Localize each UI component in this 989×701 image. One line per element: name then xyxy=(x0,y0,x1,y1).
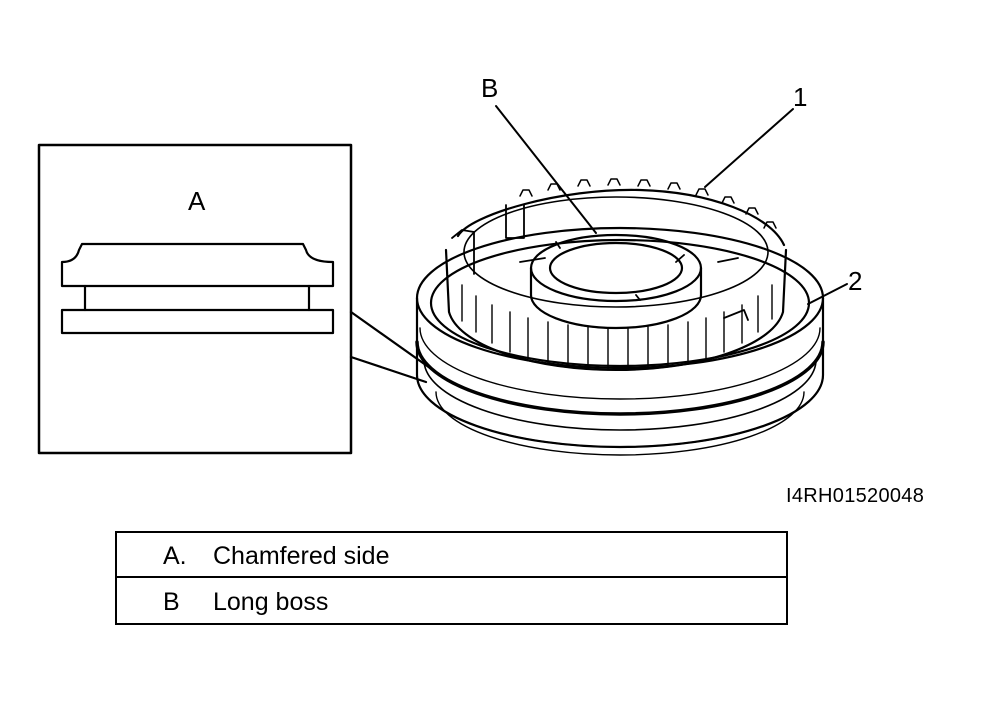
detail-inset-box xyxy=(37,143,353,455)
inset-label-a: A xyxy=(188,186,206,216)
synchronizer-ring xyxy=(444,178,788,372)
leader-1 xyxy=(704,108,794,188)
callout-b: B xyxy=(481,73,499,103)
long-boss xyxy=(529,233,703,330)
leader-2 xyxy=(807,283,848,305)
lower-plate-section xyxy=(60,308,335,335)
legend-key: A. xyxy=(163,542,187,570)
legend-row: A. Chamfered side xyxy=(117,533,786,578)
figure-id: I4RH01520048 xyxy=(786,485,925,507)
callout-1: 1 xyxy=(793,82,808,112)
legend-key: B xyxy=(163,588,180,616)
callout-2: 2 xyxy=(848,266,863,296)
leader-b xyxy=(495,105,597,234)
chamfered-section xyxy=(60,242,335,288)
hub-sleeve xyxy=(415,226,825,456)
legend-text: Long boss xyxy=(213,588,329,616)
legend-row: B Long boss xyxy=(117,579,786,624)
legend-text: Chamfered side xyxy=(213,542,390,570)
section-neck xyxy=(83,284,311,312)
legend-table: A. Chamfered side B Long boss xyxy=(115,531,788,625)
